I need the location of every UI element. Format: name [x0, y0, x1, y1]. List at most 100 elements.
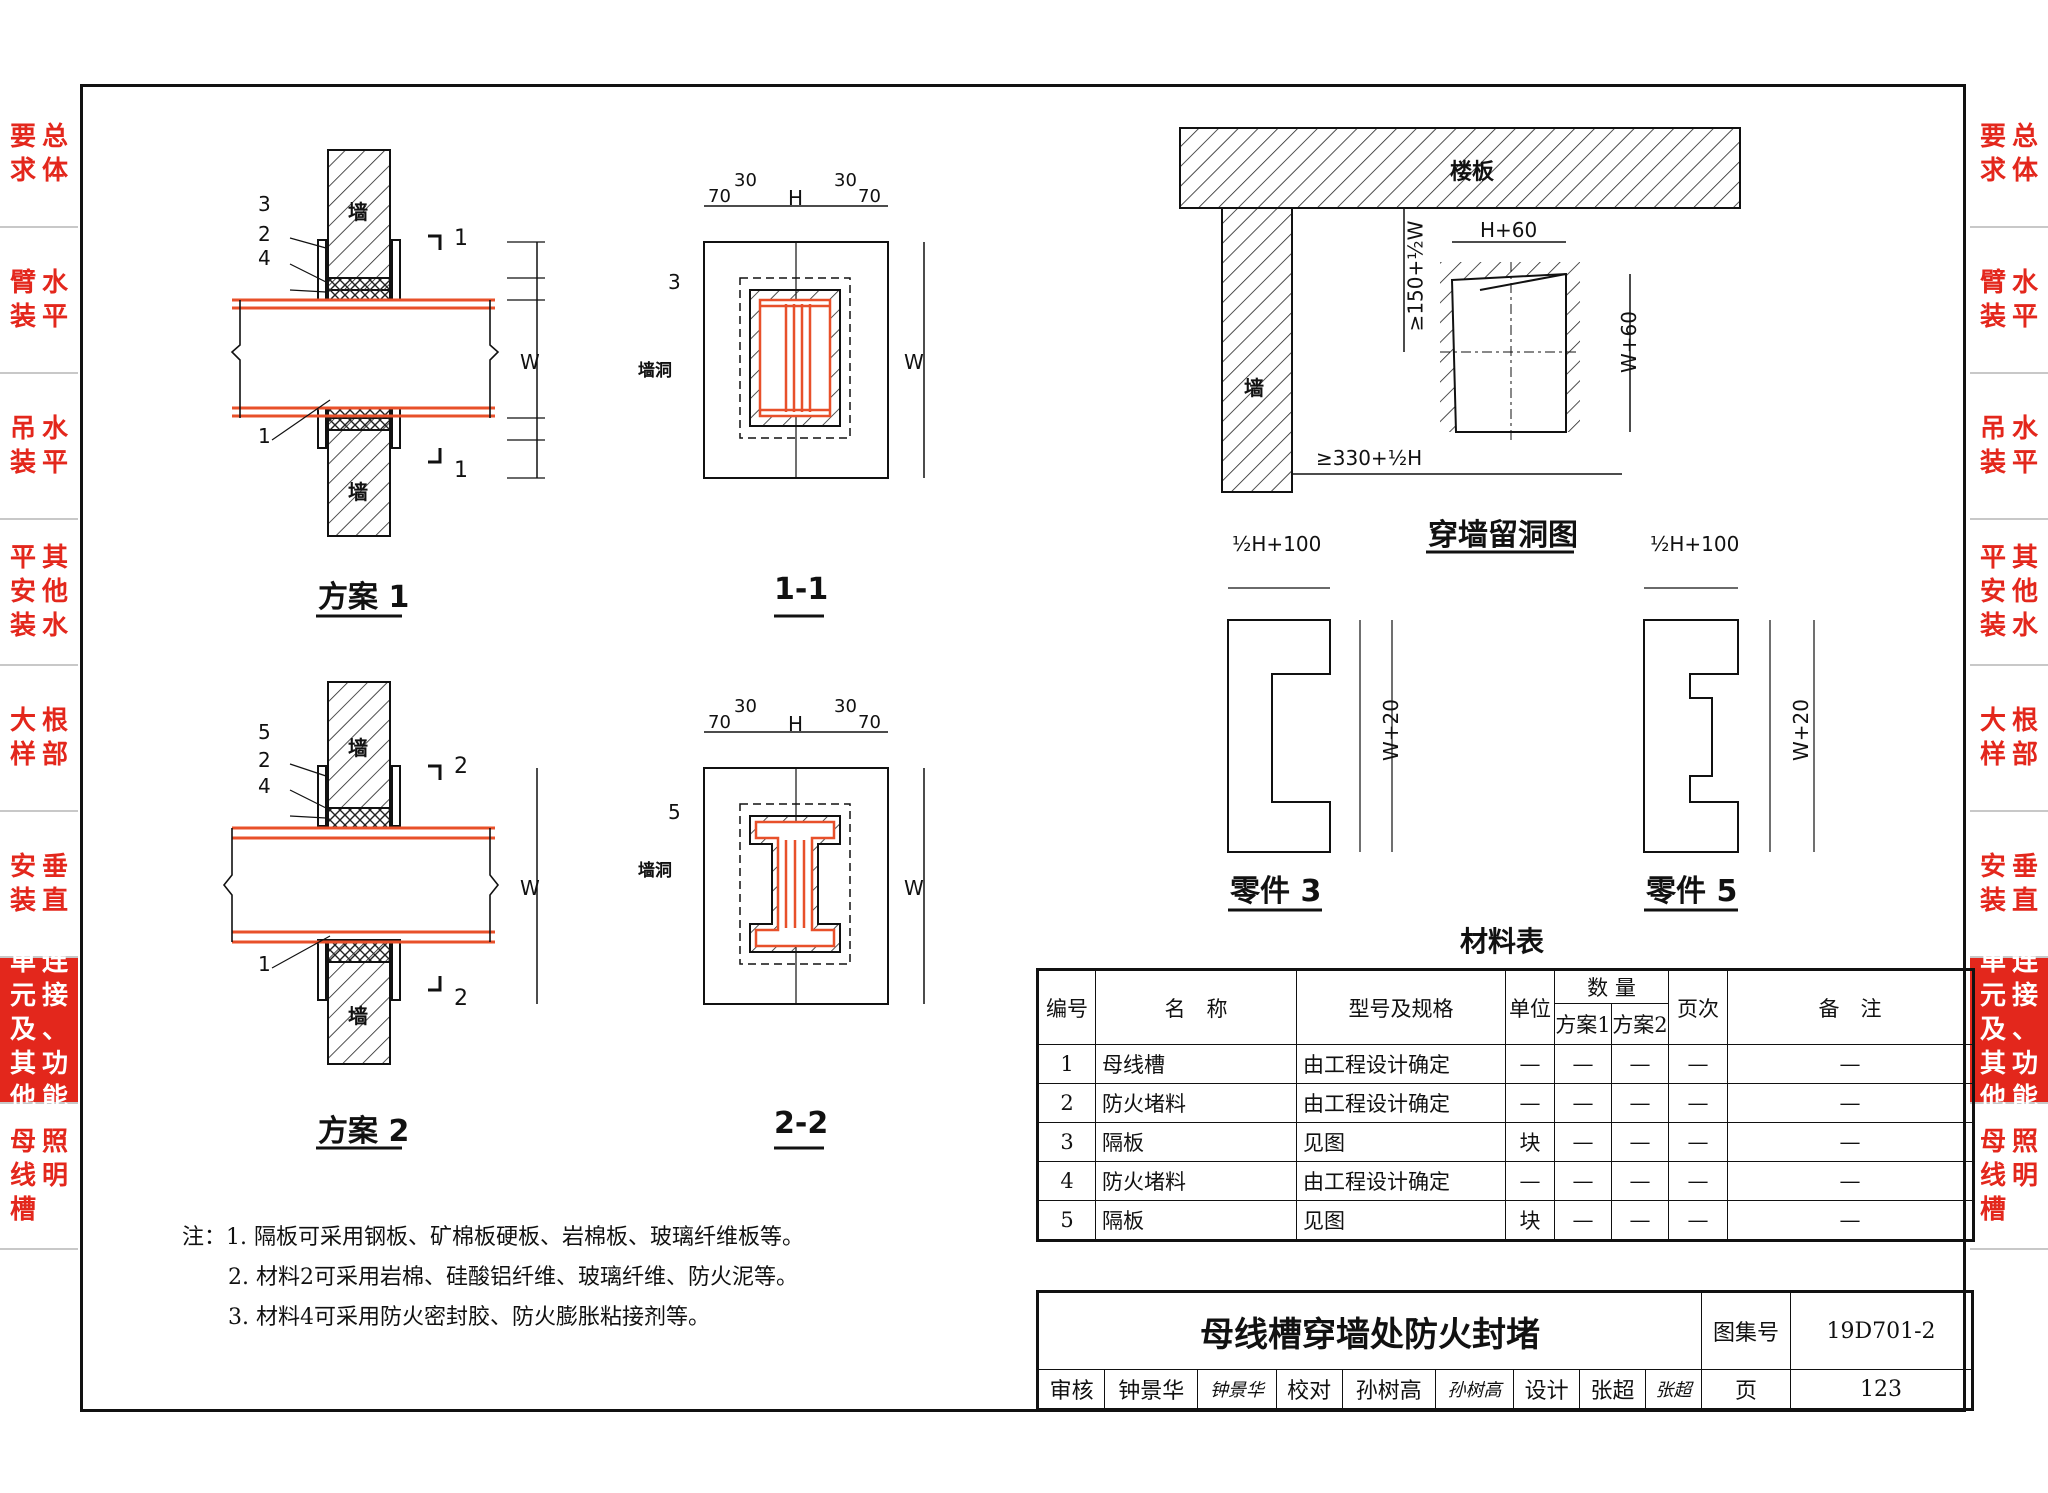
section-1-1 — [703, 205, 925, 479]
dim-W: W — [520, 350, 540, 374]
right-tab-strip: 总体要求水平臂装水平吊装其他水平安装根部大样垂直安装连接、功能单元及其他照明母线… — [1970, 82, 2048, 1250]
wall-hole-title: 穿墙留洞图 — [1428, 518, 1578, 553]
side-tab[interactable]: 根部大样 — [1970, 666, 2048, 812]
side-tab-label: 其他水 — [42, 543, 69, 641]
side-tab-label: 平安装 — [1979, 543, 2006, 641]
side-tab-label: 单元及其他 — [1979, 947, 2006, 1113]
callout-3: 3 — [258, 192, 271, 216]
side-tab[interactable]: 水平臂装 — [0, 228, 78, 374]
side-tab-label: 根部 — [2012, 706, 2039, 770]
wall-label: 墙 — [348, 480, 368, 504]
side-tab[interactable]: 其他水平安装 — [1970, 520, 2048, 666]
side-tab[interactable]: 垂直安装 — [1970, 812, 2048, 958]
side-tab-label: 要求 — [1979, 122, 2006, 186]
callout-4: 4 — [258, 774, 271, 798]
side-tab-label: 垂直 — [42, 852, 69, 916]
dim-W: W — [520, 876, 540, 900]
check-label: 校对 — [1275, 1369, 1343, 1410]
side-tab-label: 平安装 — [9, 543, 36, 641]
side-tab-label: 臂装 — [9, 268, 36, 332]
side-tab-label: 安装 — [9, 852, 36, 916]
design-label: 设计 — [1513, 1369, 1581, 1410]
page-no: 123 — [1790, 1369, 1973, 1410]
callout-3: 3 — [668, 270, 681, 294]
atlas-no: 19D701-2 — [1790, 1291, 1973, 1370]
section-mark-2: 2 — [454, 754, 468, 779]
side-tab-label: 总体 — [2012, 122, 2039, 186]
dim-H: H — [788, 712, 804, 736]
col-remark: 备 注 — [1727, 969, 1974, 1045]
wall-hole-diagram — [1179, 127, 1741, 493]
side-tab-label: 照明 — [42, 1127, 69, 1191]
dim-W: W — [904, 350, 924, 374]
signature-3: 张超 — [1644, 1369, 1703, 1410]
side-tab-label: 水平 — [42, 414, 69, 478]
dim-w20: W+20 — [1378, 699, 1403, 761]
col-spec: 型号及规格 — [1296, 969, 1506, 1045]
side-tab-label: 母线槽 — [1979, 1127, 2006, 1225]
dim-30: 30 — [734, 696, 757, 717]
reviewer: 钟景华 — [1104, 1369, 1199, 1410]
dim-half-h100: ½H+100 — [1650, 532, 1740, 556]
section-mark-1: 1 — [454, 226, 468, 251]
side-tab[interactable]: 总体要求 — [0, 82, 78, 228]
dim-70: 70 — [858, 186, 881, 207]
side-tab[interactable]: 其他水平安装 — [0, 520, 78, 666]
callout-5: 5 — [668, 800, 681, 824]
callout-1: 1 — [258, 424, 271, 448]
drawing-frame — [80, 84, 1966, 1412]
side-tab[interactable]: 垂直安装 — [0, 812, 78, 958]
section-mark-1: 1 — [454, 458, 468, 483]
side-tab-label: 臂装 — [1979, 268, 2006, 332]
signature-2: 孙树高 — [1434, 1369, 1515, 1410]
dim-h60: H+60 — [1480, 218, 1538, 242]
callout-5: 5 — [258, 720, 271, 744]
side-tab[interactable]: 水平吊装 — [0, 374, 78, 520]
side-tab-label: 总体 — [42, 122, 69, 186]
part3-drawing — [1227, 587, 1393, 853]
side-tab-label: 大样 — [9, 706, 36, 770]
side-tab-label: 大样 — [1979, 706, 2006, 770]
hole-label: 墙洞 — [638, 861, 672, 881]
side-tab[interactable]: 水平吊装 — [1970, 374, 2048, 520]
side-tab-label: 水平 — [2012, 414, 2039, 478]
col-qty: 数 量 — [1554, 969, 1669, 1004]
side-tab-label: 安装 — [1979, 852, 2006, 916]
note-2: 2. 材料2可采用岩棉、硅酸铝纤维、玻璃纤维、防火泥等。 — [228, 1265, 798, 1290]
callout-1: 1 — [258, 952, 271, 976]
designer: 张超 — [1579, 1369, 1646, 1410]
side-tab[interactable]: 照明母线槽 — [0, 1104, 78, 1250]
review-label: 审核 — [1036, 1369, 1106, 1410]
side-tab[interactable]: 总体要求 — [1970, 82, 2048, 228]
section22-title: 2-2 — [774, 1106, 829, 1141]
dim-H: H — [788, 186, 804, 210]
col-q1: 方案1 — [1554, 1003, 1612, 1045]
scheme1-elevation — [230, 149, 545, 537]
wall-label: 墙 — [348, 736, 368, 760]
notes: 注：1. 隔板可采用钢板、矿棉板硬板、岩棉板、玻璃纤维板等。 2. 材料2可采用… — [182, 1218, 804, 1338]
floor-label: 楼板 — [1450, 160, 1495, 185]
section-2-2 — [703, 731, 925, 1005]
side-tab[interactable]: 连接、功能单元及其他 — [1970, 947, 2048, 1113]
dim-30: 30 — [834, 696, 857, 717]
checker: 孙树高 — [1341, 1369, 1436, 1410]
side-tab[interactable]: 根部大样 — [0, 666, 78, 812]
dim-70: 70 — [858, 712, 881, 733]
side-tab[interactable]: 照明母线槽 — [1970, 1104, 2048, 1250]
dim-ge330: ≥330+½H — [1316, 446, 1423, 470]
side-tab-label: 根部 — [42, 706, 69, 770]
title-block: 母线槽穿墙处防火封堵 图集号 19D701-2 审核 钟景华 钟景华 校对 孙树… — [1036, 1290, 1974, 1411]
dim-30: 30 — [834, 170, 857, 191]
side-tab[interactable]: 连接、功能单元及其他 — [0, 947, 78, 1113]
side-tab[interactable]: 水平臂装 — [1970, 228, 2048, 374]
side-tab-label: 水平 — [42, 268, 69, 332]
dim-30: 30 — [734, 170, 757, 191]
hole-label: 墙洞 — [638, 361, 672, 381]
part5-drawing — [1643, 587, 1815, 853]
wall-label: 墙 — [348, 200, 368, 224]
callout-2: 2 — [258, 222, 271, 246]
part3-title: 零件 3 — [1230, 874, 1322, 909]
